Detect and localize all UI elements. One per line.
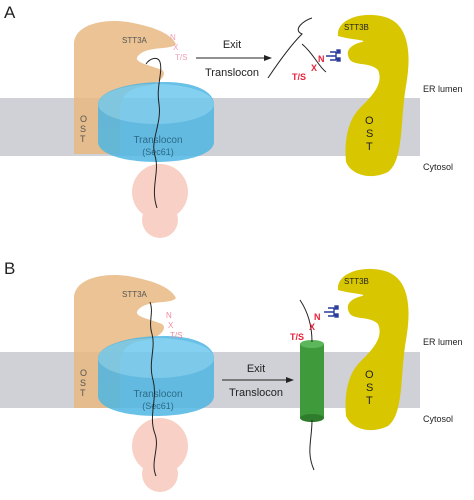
- stt-label: STT3A: [122, 290, 148, 299]
- ribosome: [132, 418, 188, 492]
- ost-letter-s: S: [366, 128, 373, 140]
- ost-letter-s: S: [366, 382, 373, 394]
- panel-a: A STT3A O S T Translocon (Sec61) N X T/S…: [0, 3, 463, 238]
- sequon-n: N: [318, 54, 325, 64]
- sequon-ts: T/S: [292, 72, 306, 82]
- sequon-ts: T/S: [170, 331, 182, 340]
- arrow-label-top: Exit: [247, 363, 265, 375]
- cytosol-label: Cytosol: [423, 414, 453, 424]
- ost-letter-s: S: [80, 378, 86, 388]
- arrowhead: [264, 55, 272, 61]
- ost-letter-t: T: [80, 388, 86, 398]
- translocon-label: Translocon: [133, 389, 182, 400]
- sequon-ts: T/S: [175, 53, 187, 62]
- er-lumen-label: ER lumen: [423, 84, 463, 94]
- arrowhead: [286, 377, 294, 383]
- translocon-sublabel: (Sec61): [142, 401, 174, 411]
- sequon-x: X: [309, 322, 315, 332]
- ost-letter-s: S: [80, 124, 86, 134]
- sequon-n: N: [170, 33, 176, 42]
- ost-stt3b: [337, 268, 409, 431]
- ost-letter-t: T: [366, 395, 373, 407]
- arrow-label-top: Exit: [223, 39, 241, 51]
- arrow-label-bottom: Translocon: [205, 67, 259, 79]
- nascent-chain: [149, 301, 157, 477]
- tm-helix: [300, 340, 324, 422]
- arrow-label-bottom: Translocon: [229, 387, 283, 399]
- translocon-sec61: [98, 336, 214, 416]
- stt-label: STT3A: [122, 36, 148, 45]
- ribosome: [132, 164, 188, 238]
- translocon-label: Translocon: [133, 135, 182, 146]
- ost-stt3b: [337, 14, 409, 177]
- er-lumen-label: ER lumen: [423, 337, 463, 347]
- released-chain: [267, 17, 327, 79]
- translocon-sublabel: (Sec61): [142, 147, 174, 157]
- translocon-sec61: [98, 82, 214, 162]
- sequon-x: X: [168, 321, 174, 330]
- ost-letter-t: T: [366, 141, 373, 153]
- stt-label: STT3B: [344, 277, 369, 286]
- panel-letter: B: [4, 259, 15, 278]
- panel-letter: A: [4, 3, 16, 22]
- ost-letter-o: O: [80, 114, 87, 124]
- ost-letter-o: O: [365, 369, 374, 381]
- sequon-x: X: [173, 43, 179, 52]
- ost-letter-o: O: [365, 115, 374, 127]
- nascent-chain: [145, 57, 162, 209]
- ost-letter-o: O: [80, 368, 87, 378]
- stt-label: STT3B: [344, 23, 369, 32]
- glycan: [326, 49, 341, 62]
- sequon-ts: T/S: [290, 332, 304, 342]
- sequon-n: N: [314, 312, 321, 322]
- cytosol-label: Cytosol: [423, 162, 453, 172]
- ost-letter-t: T: [80, 134, 86, 144]
- glycan: [324, 305, 339, 318]
- helix-chain: [299, 299, 315, 471]
- sequon-n: N: [166, 311, 172, 320]
- panel-b: B STT3A O S T Translocon (Sec61) N X T/S…: [0, 259, 463, 492]
- sequon-x: X: [311, 63, 317, 73]
